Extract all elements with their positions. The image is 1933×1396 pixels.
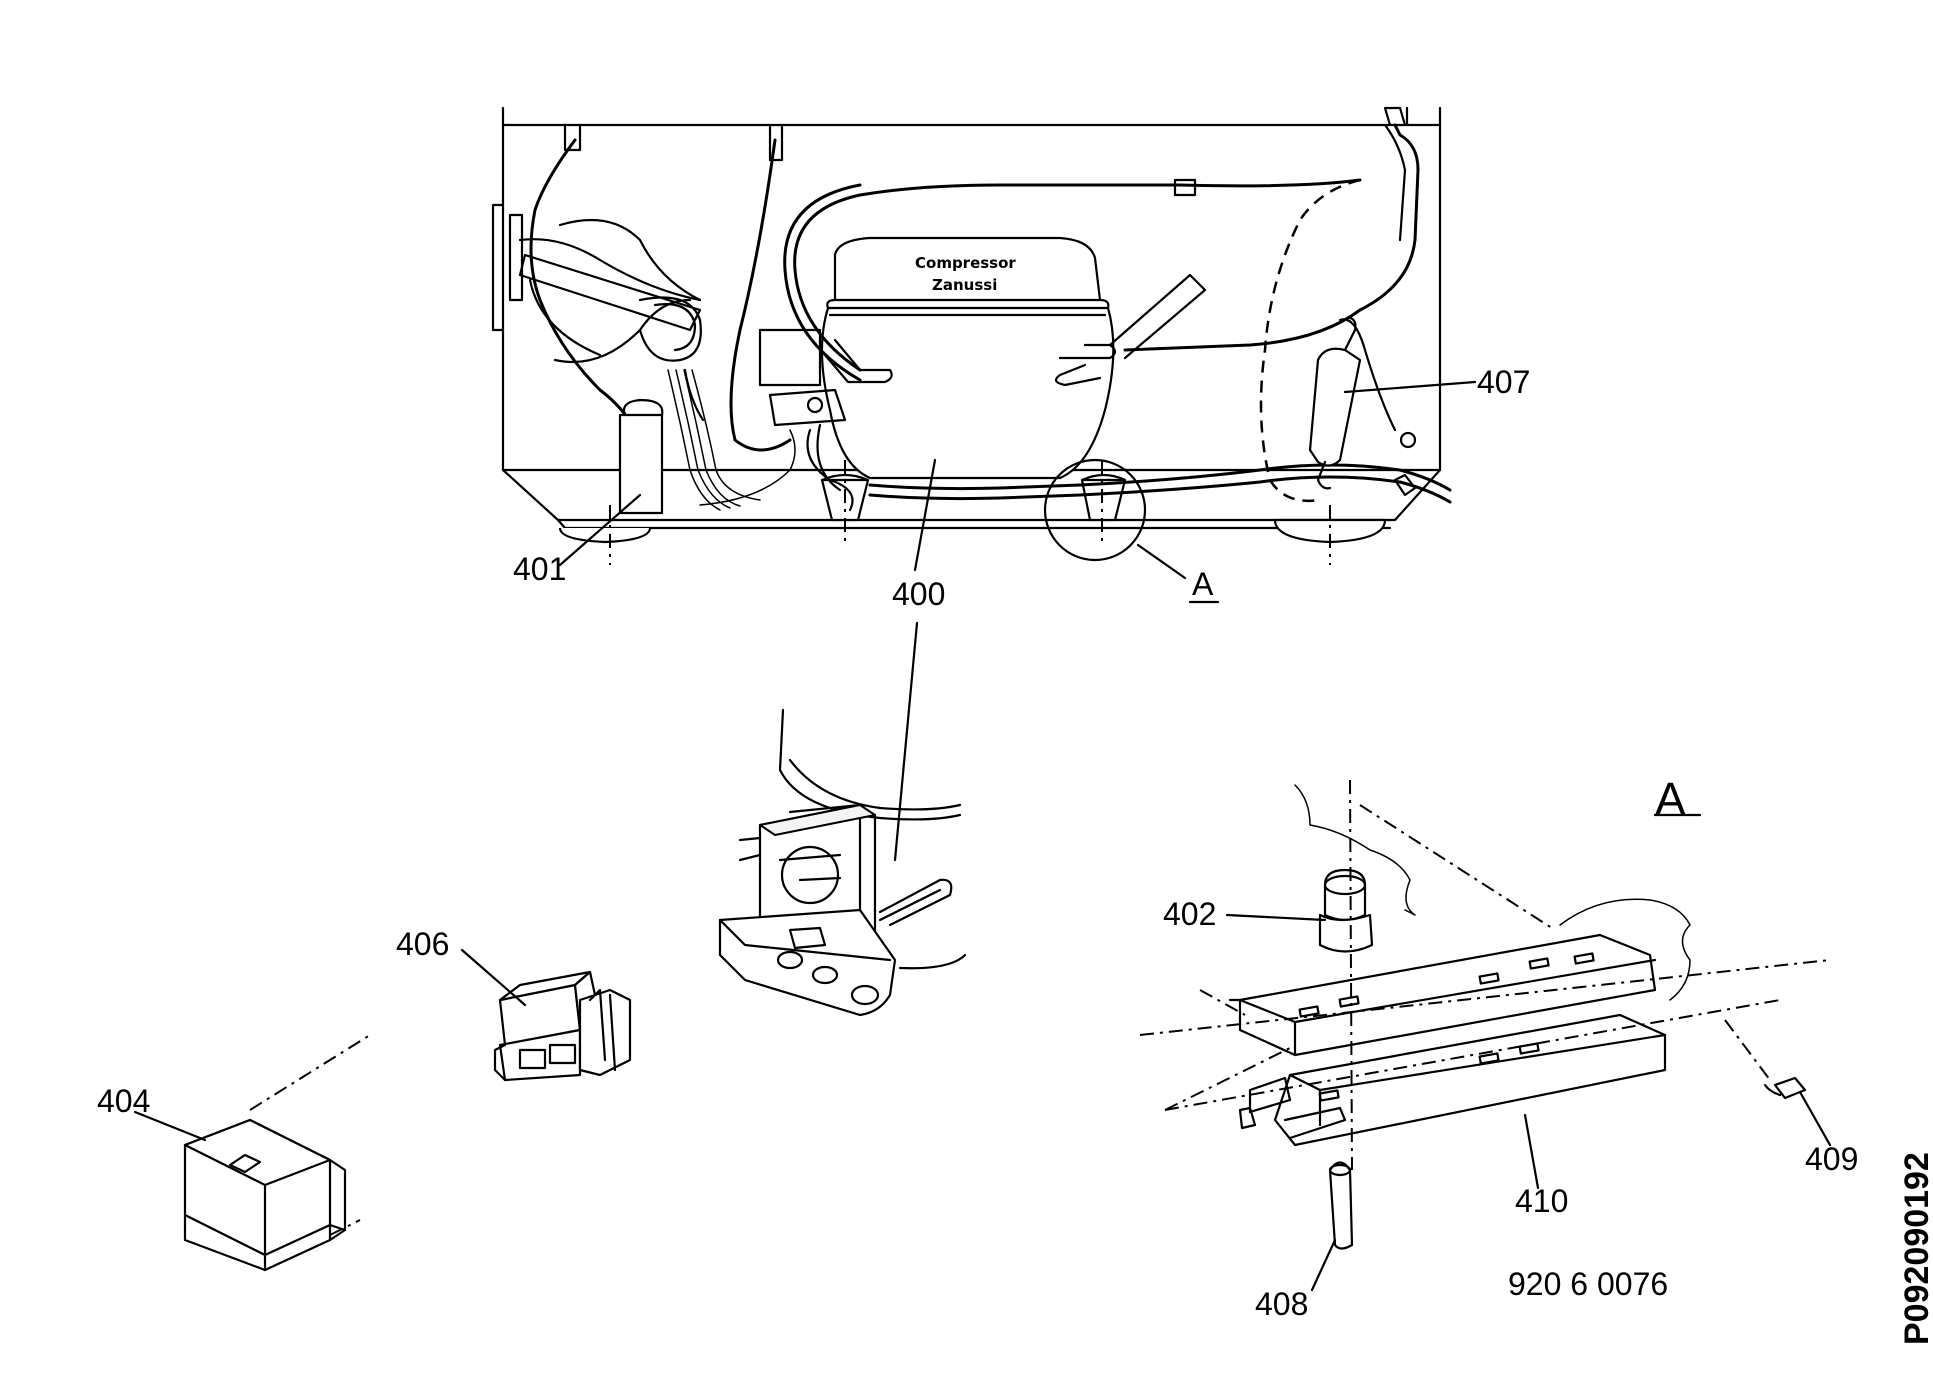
part-400-compressor: Compressor Zanussi — [768, 236, 1207, 545]
callout-404: 404 — [97, 1083, 150, 1119]
compressor-side-detail — [718, 708, 967, 1017]
callout-406: 406 — [396, 926, 449, 962]
callout-400: 400 — [892, 576, 945, 612]
assembly-axis-lines-left — [249, 1034, 371, 1236]
part-406-start-relay — [493, 970, 632, 1082]
leader-lines-middle — [133, 621, 919, 1142]
part-407-filter-drier — [1308, 316, 1362, 490]
leader-lines-top — [558, 380, 1477, 580]
part-404-relay-cover — [183, 1118, 347, 1272]
detail-a-circle — [1043, 458, 1147, 562]
refrigerant-tubing — [783, 106, 1452, 504]
compressor-brand-line1: Compressor — [915, 254, 1016, 272]
callout-402: 402 — [1163, 896, 1216, 932]
callout-401: 401 — [513, 551, 566, 587]
cabinet-base-assembly — [491, 106, 1442, 565]
callout-408: 408 — [1255, 1286, 1308, 1322]
drawing-number: 920 6 0076 — [1508, 1266, 1668, 1302]
compressor-brand-line2: Zanussi — [932, 276, 997, 294]
part-401-capacitor — [618, 398, 664, 515]
callout-detail-a-ref: A — [1192, 566, 1214, 602]
callout-labels: 401 400 A 407 406 404 402 A 409 410 408 … — [97, 364, 1933, 1345]
leader-lines-detail — [1225, 813, 1832, 1292]
callout-410: 410 — [1515, 1183, 1568, 1219]
wiring-harness — [518, 123, 822, 511]
detail-a-title: A — [1655, 773, 1686, 825]
callout-407: 407 — [1477, 364, 1530, 400]
detail-a-mounting-assembly — [1139, 779, 1831, 1250]
callout-409: 409 — [1805, 1141, 1858, 1177]
document-code: P092090192 — [1898, 1152, 1933, 1345]
